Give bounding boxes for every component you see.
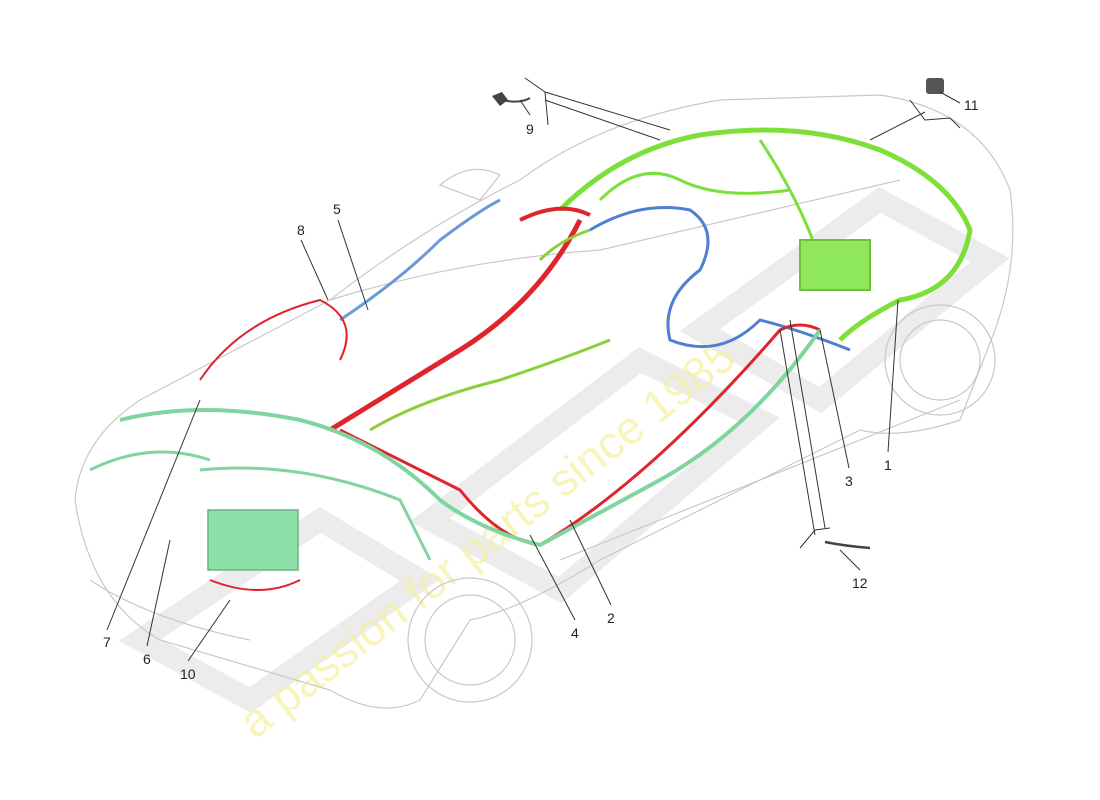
- harness-2-mint: [89, 328, 822, 571]
- callout-4: 4: [571, 625, 579, 641]
- leader-lines: [106, 77, 961, 662]
- callout-12: 12: [852, 575, 868, 591]
- callout-1: 1: [884, 457, 892, 473]
- part-9-connector: [492, 92, 508, 106]
- callout-6: 6: [143, 651, 151, 667]
- callout-5: 5: [333, 201, 341, 217]
- callout-3: 3: [845, 473, 853, 489]
- callout-10: 10: [180, 666, 196, 682]
- part-9-wire: [501, 97, 531, 103]
- callout-7: 7: [103, 634, 111, 650]
- callout-9: 9: [526, 121, 534, 137]
- harness-3-blue: [339, 198, 851, 352]
- callout-11: 11: [964, 97, 979, 113]
- part-12-wire: [824, 540, 871, 550]
- car-outline: [74, 94, 1014, 709]
- harness-1-green: [558, 127, 973, 342]
- part-11-connector: [926, 78, 944, 94]
- callout-2: 2: [607, 610, 615, 626]
- harness-green-dash: [369, 228, 611, 432]
- callout-8: 8: [297, 222, 305, 238]
